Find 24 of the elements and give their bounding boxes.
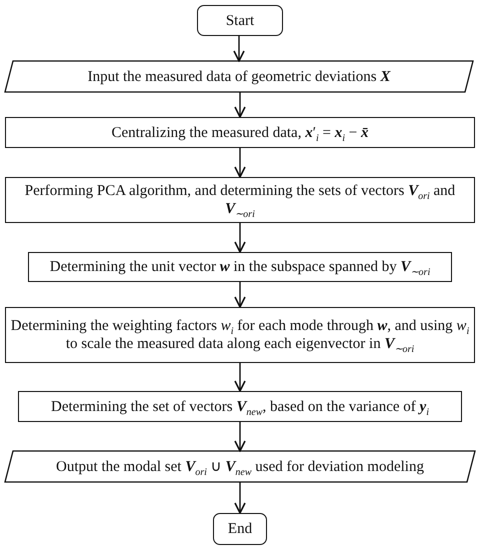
- process-box: [5, 307, 475, 363]
- arrow: [234, 482, 246, 514]
- step-text: Start: [226, 12, 254, 30]
- arrow: [234, 363, 246, 392]
- step-text: Input the measured data of geometric deviations X: [88, 68, 390, 86]
- arrow: [233, 36, 245, 62]
- step-text: Centralizing the measured data, x′$_{i}$ = x$_{i}$ − x̄: [112, 124, 368, 142]
- process-box: [5, 177, 475, 223]
- step-text: Determining the weighting factors w$_{i}$ for each mode through w, and using w$_{i}$ to scale the measured data along each eigenvector in V$_{∼ori}$: [10, 317, 470, 353]
- process-box: [18, 391, 462, 422]
- step-text: End: [228, 520, 252, 538]
- terminal-box: [197, 5, 283, 36]
- terminal-box: [213, 513, 267, 545]
- process-box: [28, 252, 452, 282]
- step-text: Performing PCA algorithm, and determining the sets of vectors V$_{ori}$ and V$_{∼ori}$: [24, 182, 456, 218]
- step-text: Determining the unit vector w in the subspace spanned by V$_{∼ori}$: [50, 258, 430, 276]
- arrow: [234, 223, 246, 253]
- step-text: Output the modal set V$_{ori}$ ∪ V$_{new}$ used for deviation modeling: [56, 458, 424, 476]
- arrow: [234, 92, 246, 118]
- process-box: [5, 117, 475, 148]
- arrow: [234, 148, 246, 178]
- arrow: [234, 282, 246, 308]
- arrow: [234, 422, 246, 452]
- step-text: Determining the set of vectors V$_{new}$, based on the variance of y$_{i}$: [51, 398, 429, 416]
